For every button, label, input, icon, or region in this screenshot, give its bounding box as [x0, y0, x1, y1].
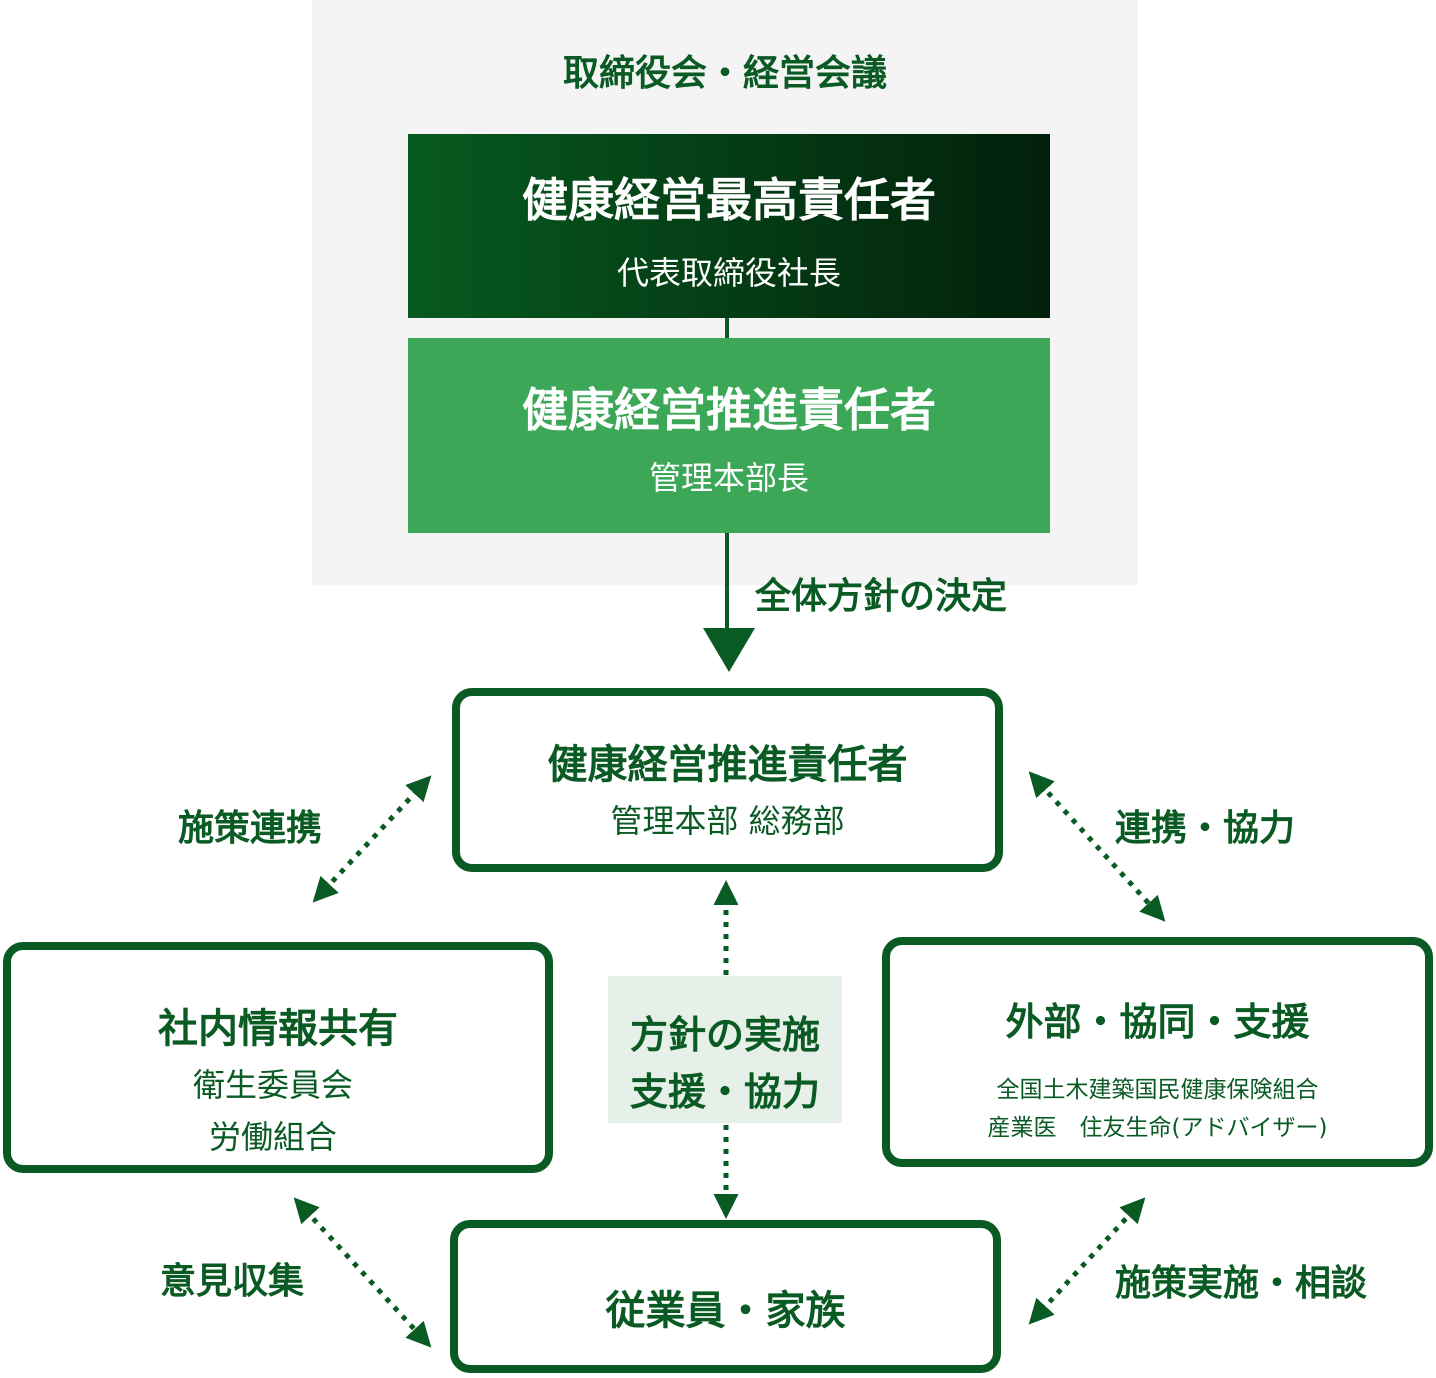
edge-label-bottom-right: 施策実施・相談	[1115, 1263, 1368, 1304]
bottom-box-title: 従業員・家族	[605, 1288, 846, 1334]
right-box-line: 全国土木建築国民健康保険組合	[996, 1077, 1319, 1103]
right-box-title: 外部・協同・支援	[1005, 1000, 1310, 1044]
middle-label-line: 支援・協力	[629, 1070, 820, 1114]
right-box: 外部・協同・支援 全国土木建築国民健康保険組合 産業医 住友生命(アドバイザー)	[882, 937, 1433, 1167]
edge-label-top-right: 連携・協力	[1115, 808, 1296, 849]
chief-officer-role: 代表取締役社長	[616, 254, 841, 292]
edge-label-bottom-left: 意見収集	[160, 1261, 305, 1302]
board-title: 取締役会・経営会議	[562, 53, 887, 94]
policy-arrow-head	[703, 628, 755, 672]
center-box-sub: 管理本部 総務部	[610, 802, 845, 840]
policy-decision-label: 全体方針の決定	[755, 576, 1008, 617]
middle-label-line: 方針の実施	[629, 1013, 820, 1057]
promotion-officer-title: 健康経営推進責任者	[522, 383, 936, 437]
arrow-right-top	[1028, 771, 1166, 922]
bottom-box: 従業員・家族	[450, 1220, 1001, 1373]
left-box: 社内情報共有 衛生委員会 労働組合	[3, 942, 553, 1173]
arrow-left-bottom	[293, 1197, 432, 1348]
chief-officer-box: 健康経営最高責任者 代表取締役社長	[408, 134, 1050, 318]
left-box-line: 衛生委員会	[192, 1066, 353, 1104]
arrow-left-top	[312, 775, 432, 903]
promotion-officer-box: 健康経営推進責任者 管理本部長	[408, 338, 1050, 533]
promotion-officer-role: 管理本部長	[648, 459, 809, 497]
chief-officer-title: 健康経営最高責任者	[522, 173, 936, 227]
left-box-title: 社内情報共有	[158, 1006, 398, 1052]
middle-label: 方針の実施 支援・協力	[608, 976, 842, 1123]
center-box-title: 健康経営推進責任者	[547, 742, 908, 788]
right-box-line: 産業医 住友生命(アドバイザー)	[987, 1115, 1328, 1141]
connector-line	[725, 318, 729, 338]
left-box-line: 労働組合	[208, 1118, 337, 1156]
edge-label-top-left: 施策連携	[178, 808, 323, 849]
arrow-right-bottom	[1028, 1197, 1146, 1325]
center-box: 健康経営推進責任者 管理本部 総務部	[452, 688, 1003, 872]
